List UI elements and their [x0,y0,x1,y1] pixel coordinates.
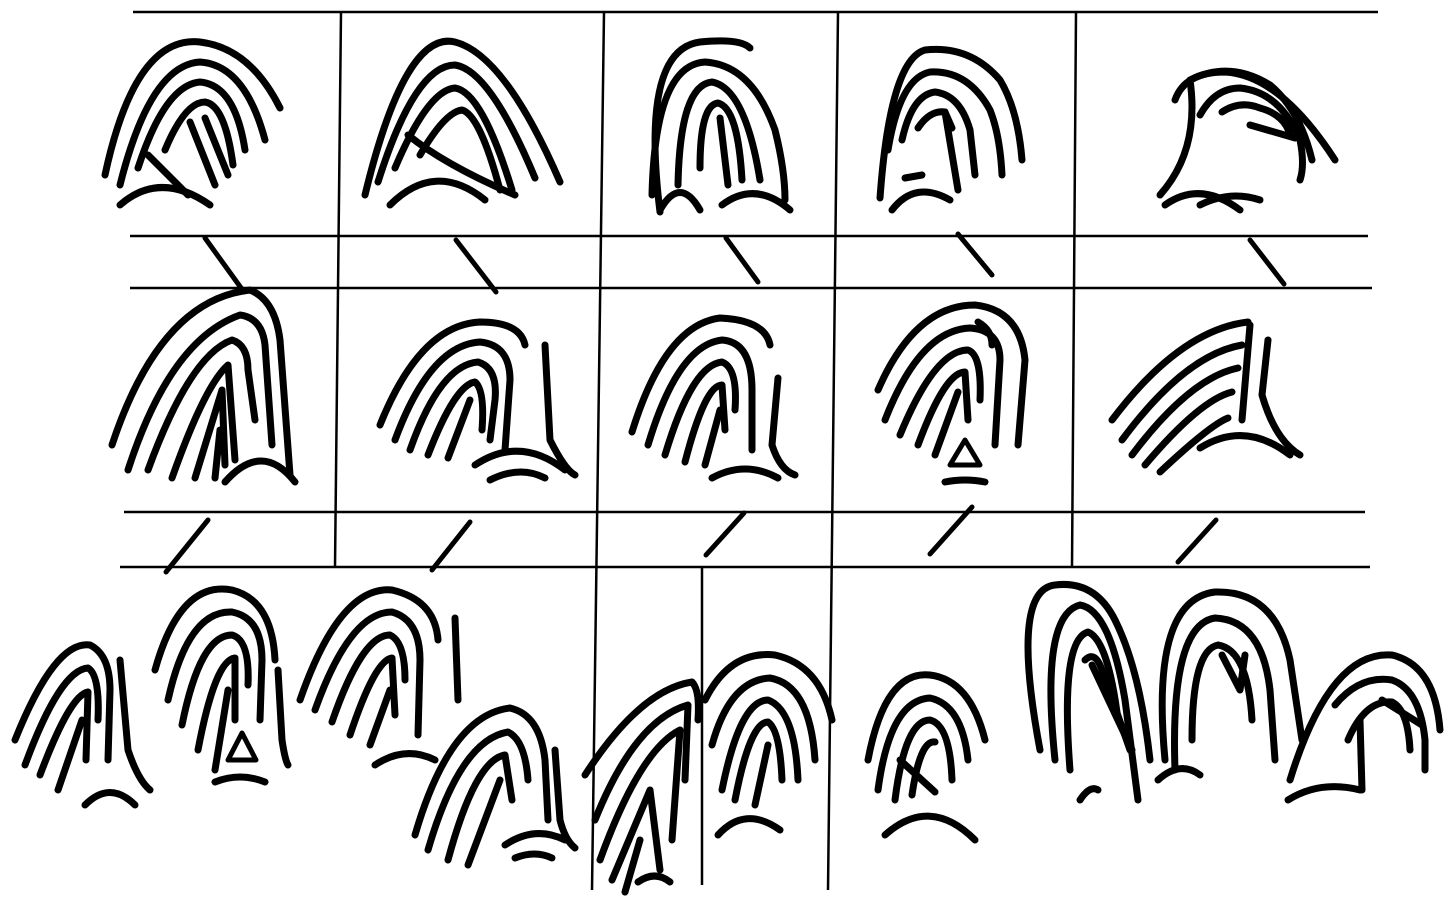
slash-1-1 [205,238,244,292]
slash-1-3 [726,238,758,282]
grid-col-1 [335,12,341,567]
fingerprint-r1-c2 [365,41,560,205]
fingerprint-r2-c5 [1112,322,1300,472]
fingerprint-r1-c1 [105,42,280,205]
fingerprint-r3-9 [1158,592,1302,780]
fingerprint-r3-4 [415,708,575,865]
fingerprint-r2-c1 [112,290,295,482]
fingerprint-r3-1 [15,645,150,805]
fingerprint-r3-2 [155,589,288,782]
fingerprint-r3-8 [1028,584,1150,800]
fingerprint-r1-c3 [652,41,790,212]
fingerprint-r2-c4 [878,305,1025,482]
fingerprint-r1-c5 [1160,71,1335,210]
fingerprint-r3-6 [705,655,832,835]
slash-1-2 [456,240,496,292]
fingerprint-r3-10 [1288,655,1440,800]
slash-2-2 [432,522,470,570]
fingerprint-r3-3 [300,590,458,765]
fingerprint-r3-7 [868,675,985,840]
slash-2-3 [706,513,744,555]
grid-col-4 [1072,12,1076,567]
fingerprint-r3-5 [585,682,698,892]
slash-1-4 [958,234,992,275]
fingerprint-r2-c3 [632,318,795,478]
grid-col-3 [828,12,838,890]
slash-2-5 [1178,520,1216,562]
slash-1-5 [1250,240,1284,284]
slash-2-1 [166,520,208,572]
fingerprint-r2-c2 [380,322,575,480]
slash-2-4 [930,507,972,554]
fingerprint-r1-c4 [880,49,1022,210]
